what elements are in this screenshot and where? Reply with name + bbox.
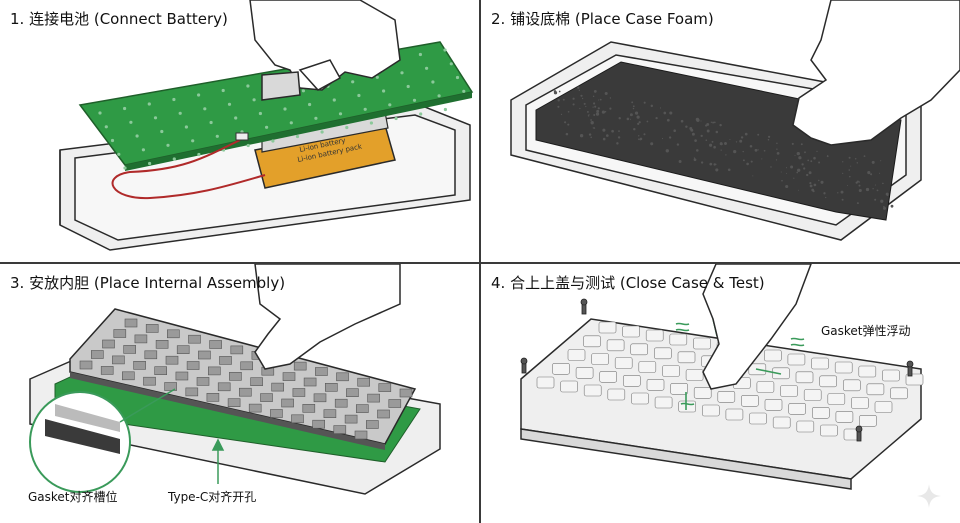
- grid-divider-vertical: [479, 0, 481, 523]
- panel-place-case-foam: 2. 铺设底棉 (Place Case Foam): [481, 0, 960, 262]
- battery-connector: [235, 132, 249, 141]
- hand-illustration: [702, 264, 812, 390]
- pcb-switch-pads: [98, 48, 466, 170]
- panel-title: 2. 铺设底棉 (Place Case Foam): [491, 10, 714, 28]
- close-case-illustration: [520, 264, 924, 490]
- typec-callout: Type-C对齐开孔: [168, 490, 257, 504]
- foam-texture: [553, 86, 894, 210]
- panel-title: 4. 合上上盖与测试 (Close Case & Test): [491, 274, 765, 292]
- panel-title: 3. 安放内胆 (Place Internal Assembly): [10, 274, 286, 292]
- internal-assembly-illustration: [29, 264, 441, 495]
- panel-close-case-test: 4. 合上上盖与测试 (Close Case & Test) Gasket弹性浮…: [481, 264, 960, 523]
- case-screws: [520, 298, 914, 442]
- panel-connect-battery: Li-ion battery Li-ion battery pack 1. 连接…: [0, 0, 479, 262]
- hand-illustration: [249, 0, 401, 101]
- connect-battery-illustration: Li-ion battery Li-ion battery pack: [59, 0, 474, 251]
- panel-title: 1. 连接电池 (Connect Battery): [10, 10, 228, 28]
- panel-place-internal-assembly: 3. 安放内胆 (Place Internal Assembly) Gasket…: [0, 264, 479, 523]
- battery-cable: [111, 139, 266, 200]
- typec-arrow: [211, 438, 225, 484]
- keycap-grid: [536, 321, 924, 441]
- hand-illustration: [254, 264, 401, 370]
- gasket-zoom-circle: [29, 388, 176, 493]
- switch-grid: [79, 318, 413, 440]
- gasket-callout: Gasket对齐槽位: [28, 490, 118, 504]
- hand-illustration: [792, 0, 960, 146]
- case-foam-illustration: [510, 0, 960, 241]
- sparkle-icon: [917, 484, 941, 508]
- gasket-flex-callout: Gasket弹性浮动: [821, 324, 911, 338]
